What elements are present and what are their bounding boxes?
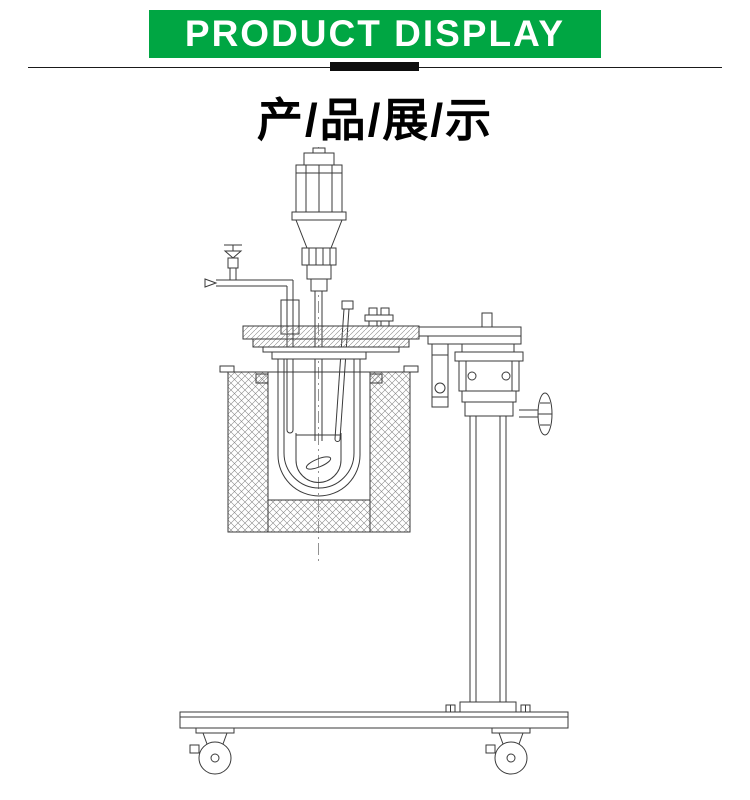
stirrer-shaft (314, 291, 323, 441)
motor-assembly (291, 147, 347, 249)
heating-mantle (219, 365, 419, 533)
lid-clamp-bolts (364, 307, 394, 327)
lift-head (454, 351, 524, 417)
support-arm (418, 312, 522, 408)
glass-vessel (277, 359, 361, 497)
chinese-subtitle: 产/品/展/示 (256, 94, 494, 146)
thermowell (334, 300, 354, 442)
feed-valve (223, 244, 243, 280)
banner-title: PRODUCT DISPLAY (184, 13, 566, 54)
reactor-lid (242, 325, 420, 360)
section-banner: PRODUCT DISPLAY (149, 10, 601, 58)
stand-column (445, 415, 531, 720)
drive-chuck (301, 247, 337, 292)
base-plate (179, 711, 569, 729)
handwheel (519, 392, 553, 436)
reactor-technical-drawing (0, 145, 750, 800)
anchor-impeller (295, 433, 342, 483)
caster-left (189, 727, 235, 775)
caster-right (485, 727, 531, 775)
divider-accent-bar (330, 62, 419, 71)
